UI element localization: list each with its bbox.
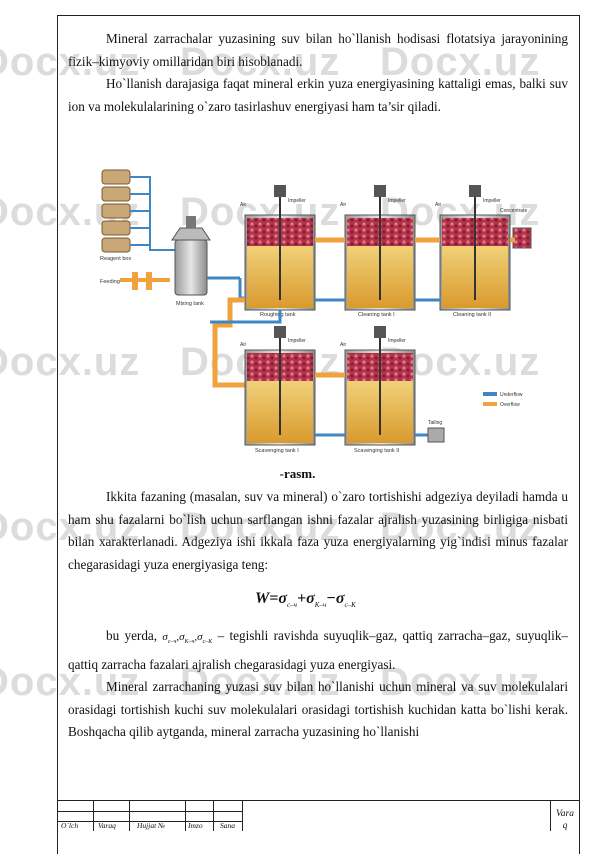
- paragraph-2: Ho`llanish darajasiga faqat mineral erki…: [68, 76, 568, 114]
- svg-text:Cleaning tank II: Cleaning tank II: [453, 312, 492, 318]
- svg-text:Air: Air: [340, 202, 346, 208]
- page-frame: [57, 15, 580, 854]
- stamp-col-sana: Sana: [220, 821, 235, 830]
- paragraph-5: Mineral zarrachaning yuzasi suv bilan ho…: [68, 679, 568, 740]
- stamp-col-varaq: Varaq: [98, 821, 116, 830]
- svg-text:Air: Air: [240, 342, 246, 348]
- svg-text:Impeller: Impeller: [288, 198, 306, 204]
- reagent-box-label: Reagent box: [100, 256, 131, 262]
- svg-text:Tailing: Tailing: [428, 420, 442, 426]
- svg-text:Underflow: Underflow: [500, 392, 523, 398]
- scavenging-tank-1: Air Impeller Scavenging tank I: [240, 326, 316, 454]
- svg-text:Impeller: Impeller: [288, 338, 306, 344]
- svg-text:Impeller: Impeller: [483, 198, 501, 204]
- svg-text:Cleaning tank I: Cleaning tank I: [358, 312, 395, 318]
- adhesion-formula: W=σc–ч+σK–ч−σc–K: [255, 590, 356, 610]
- svg-text:Scavenging tank I: Scavenging tank I: [255, 448, 299, 454]
- svg-text:Mixing tank: Mixing tank: [176, 301, 204, 307]
- cleaning-tank-2: Air Impeller Cleaning tank II: [435, 185, 511, 318]
- paragraph-1: Mineral zarrachalar yuzasining suv bilan…: [68, 31, 568, 69]
- cleaning-tank-1: Air Impeller Cleaning tank I: [340, 185, 416, 318]
- text-middle: Ikkita fazaning (masalan, suv va mineral…: [68, 486, 568, 576]
- roughing-tank: Air Impeller Roughing tank: [240, 185, 316, 318]
- svg-text:Impeller: Impeller: [388, 198, 406, 204]
- figure-caption: -rasm.: [279, 466, 316, 481]
- mixing-tank: Mixing tank: [171, 216, 240, 307]
- svg-text:Concentrate: Concentrate: [500, 208, 527, 214]
- stamp-col-hujjat: Hujjat №: [137, 821, 166, 830]
- svg-text:Impeller: Impeller: [388, 338, 406, 344]
- flotation-diagram: Reagent box Feeding Mixing tank Air Impe…: [90, 150, 540, 455]
- legend: Underflow Overflow: [483, 392, 523, 408]
- svg-text:Scavenging tank II: Scavenging tank II: [354, 448, 400, 454]
- svg-text:Air: Air: [435, 202, 441, 208]
- inline-sigma-symbols: σc–ч,σK–ч,σc–K: [162, 631, 213, 646]
- stamp-col-imzo: Imzo: [188, 821, 203, 830]
- svg-text:Feeding: Feeding: [100, 279, 120, 285]
- stamp-col-olch: O`lch: [61, 821, 79, 830]
- title-block: O`lch Varaq Hujjat № Imzo Sana: [57, 800, 580, 831]
- svg-text:Air: Air: [340, 342, 346, 348]
- page-number-cell: Vara q: [556, 809, 574, 831]
- text-bottom: bu yerda, σc–ч,σK–ч,σc–K – tegishli ravi…: [68, 625, 568, 744]
- svg-text:Roughing tank: Roughing tank: [260, 312, 296, 318]
- svg-text:Air: Air: [240, 202, 246, 208]
- reagent-box: Reagent box: [100, 169, 180, 262]
- scavenging-tank-2: Air Impeller Scavenging tank II: [340, 326, 416, 454]
- paragraph-3: Ikkita fazaning (masalan, suv va mineral…: [68, 489, 568, 572]
- text-top: Mineral zarrachalar yuzasining suv bilan…: [68, 28, 568, 118]
- feeding: Feeding: [100, 272, 170, 290]
- tailing: Tailing: [427, 420, 445, 443]
- paragraph-4: bu yerda, σc–ч,σK–ч,σc–K – tegishli ravi…: [68, 628, 569, 672]
- svg-text:Overflow: Overflow: [500, 402, 520, 408]
